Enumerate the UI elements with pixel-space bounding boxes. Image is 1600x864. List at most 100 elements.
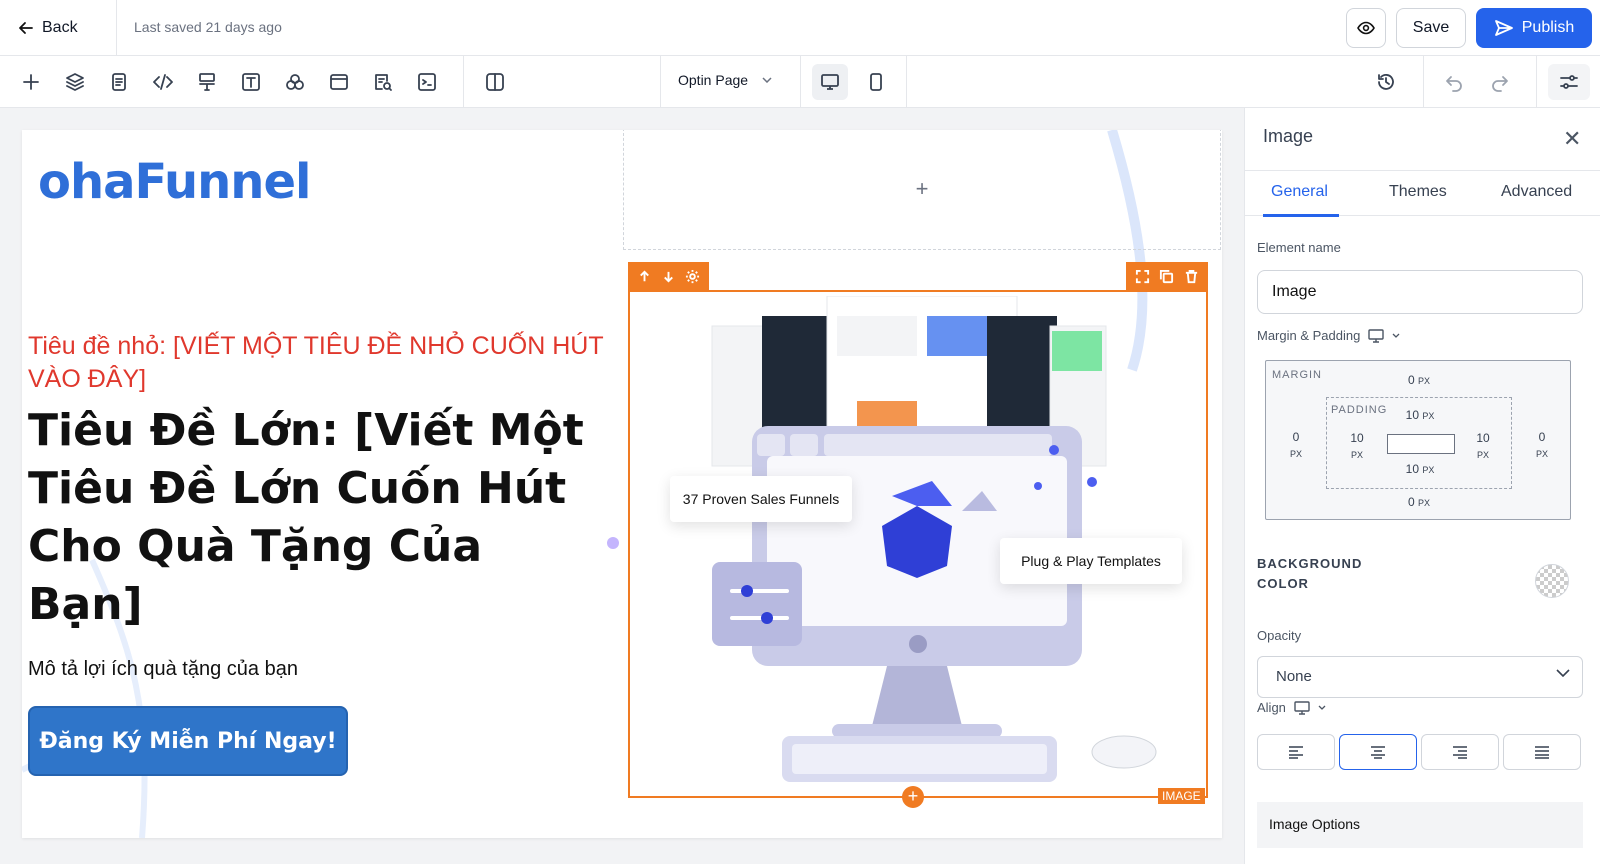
divider xyxy=(1423,56,1424,108)
logo-text: ohaFunnel xyxy=(38,154,311,210)
description-text[interactable]: Mô tả lợi ích quà tặng của bạn xyxy=(28,658,298,680)
chevron-down-icon[interactable] xyxy=(1318,705,1326,710)
publish-button[interactable]: Publish xyxy=(1476,8,1592,48)
add-element-below-button[interactable]: + xyxy=(902,786,924,808)
padding-label: PADDING xyxy=(1331,404,1388,416)
divider xyxy=(116,0,117,56)
background-color-swatch[interactable] xyxy=(1535,564,1569,598)
tab-general[interactable]: General xyxy=(1271,183,1328,200)
margin-bottom-value[interactable]: 0 PX xyxy=(1407,495,1431,509)
terminal-icon xyxy=(418,73,436,91)
duplicate-icon[interactable] xyxy=(1159,269,1174,284)
chevron-down-icon[interactable] xyxy=(1392,333,1400,338)
desktop-icon[interactable] xyxy=(1368,328,1385,343)
text-icon xyxy=(242,73,260,91)
columns-icon xyxy=(486,73,504,91)
sliders-icon xyxy=(1560,75,1578,89)
columns-button[interactable] xyxy=(481,68,509,96)
margin-label: MARGIN xyxy=(1272,369,1322,381)
back-button[interactable]: Back xyxy=(18,14,78,42)
layers-button[interactable] xyxy=(61,68,89,96)
mobile-icon xyxy=(870,73,882,91)
window-button[interactable] xyxy=(325,68,353,96)
history-button[interactable] xyxy=(1372,68,1400,96)
gear-icon[interactable] xyxy=(685,269,700,284)
layers-icon xyxy=(66,73,84,91)
column-resize-handle[interactable] xyxy=(607,537,619,549)
elements-button[interactable] xyxy=(281,68,309,96)
redo-button[interactable] xyxy=(1486,68,1514,96)
callout-sales-funnels: 37 Proven Sales Funnels xyxy=(670,476,852,522)
close-icon[interactable]: ✕ xyxy=(1563,126,1582,151)
settings-panel-button[interactable] xyxy=(1548,64,1590,100)
active-tab-indicator xyxy=(1263,214,1339,217)
image-type-badge: IMAGE xyxy=(1158,788,1205,804)
brand-logo: ohaFunnel xyxy=(38,154,311,210)
add-element-button[interactable] xyxy=(17,68,45,96)
align-left-button[interactable] xyxy=(1257,734,1335,770)
save-button[interactable]: Save xyxy=(1396,8,1466,48)
padding-top-value[interactable]: 10 PX xyxy=(1405,408,1435,422)
preview-button[interactable] xyxy=(1346,8,1386,48)
send-icon xyxy=(1494,20,1513,36)
elements-icon xyxy=(286,74,304,90)
last-saved-text: Last saved 21 days ago xyxy=(134,19,282,35)
empty-block-add[interactable]: + xyxy=(623,130,1221,250)
arrow-down-icon[interactable] xyxy=(661,269,676,284)
opacity-select[interactable]: None xyxy=(1257,656,1583,698)
tab-advanced[interactable]: Advanced xyxy=(1501,183,1573,200)
redo-icon xyxy=(1492,76,1508,92)
image-options-section[interactable]: Image Options xyxy=(1257,802,1583,848)
background-color-label: BACKGROUND COLOR xyxy=(1257,556,1363,591)
signup-cta-button[interactable]: Đăng Ký Miễn Phí Ngay! xyxy=(28,706,348,776)
align-justify-icon xyxy=(1535,746,1549,759)
panel-title: Image xyxy=(1263,126,1314,146)
divider xyxy=(1536,56,1537,108)
plus-icon xyxy=(23,74,39,90)
search-doc-button[interactable] xyxy=(369,68,397,96)
history-icon xyxy=(1378,74,1394,90)
text-button[interactable] xyxy=(237,68,265,96)
align-justify-button[interactable] xyxy=(1503,734,1581,770)
terminal-button[interactable] xyxy=(413,68,441,96)
window-icon xyxy=(330,74,348,90)
element-name-input[interactable]: Image xyxy=(1257,270,1583,314)
desktop-icon[interactable] xyxy=(1294,700,1310,715)
form-button[interactable] xyxy=(105,68,133,96)
undo-button[interactable] xyxy=(1440,68,1468,96)
padding-bottom-value[interactable]: 10 PX xyxy=(1405,462,1435,476)
form-icon xyxy=(112,73,126,91)
tab-themes[interactable]: Themes xyxy=(1389,183,1447,200)
mobile-view-button[interactable] xyxy=(858,64,894,100)
page-canvas[interactable]: ohaFunnel Tiêu đề nhỏ: [VIẾT MỘT TIÊU ĐỀ… xyxy=(22,130,1222,838)
margin-padding-header: Margin & Padding xyxy=(1257,328,1400,343)
subtitle-text[interactable]: Tiêu đề nhỏ: [VIẾT MỘT TIÊU ĐỀ NHỎ CUỐN … xyxy=(28,332,604,393)
arrow-up-icon[interactable] xyxy=(637,269,652,284)
trash-icon[interactable] xyxy=(1184,269,1199,284)
headline-text[interactable]: Tiêu Đề Lớn: [Viết Một Tiêu Đề Lớn Cuốn … xyxy=(28,405,584,630)
paint-button[interactable] xyxy=(193,68,221,96)
callout-templates-text: Plug & Play Templates xyxy=(1021,553,1161,569)
margin-padding-label: Margin & Padding xyxy=(1257,328,1361,343)
expand-icon[interactable] xyxy=(1135,269,1150,284)
divider xyxy=(800,56,801,108)
margin-top-value[interactable]: 0 PX xyxy=(1407,373,1431,387)
top-bar: Back Last saved 21 days ago Save Publish xyxy=(0,0,1600,56)
align-label: Align xyxy=(1257,700,1286,715)
code-button[interactable] xyxy=(149,68,177,96)
publish-label: Publish xyxy=(1521,19,1575,36)
align-center-button[interactable] xyxy=(1339,734,1417,770)
align-center-icon xyxy=(1371,746,1385,759)
selection-layer: 37 Proven Sales Funnels Plug & Play Temp… xyxy=(22,130,1222,838)
align-right-button[interactable] xyxy=(1421,734,1499,770)
divider xyxy=(463,56,464,108)
desktop-view-button[interactable] xyxy=(812,64,848,100)
page-select[interactable]: Optin Page xyxy=(678,72,772,88)
arrow-left-icon xyxy=(19,22,33,34)
